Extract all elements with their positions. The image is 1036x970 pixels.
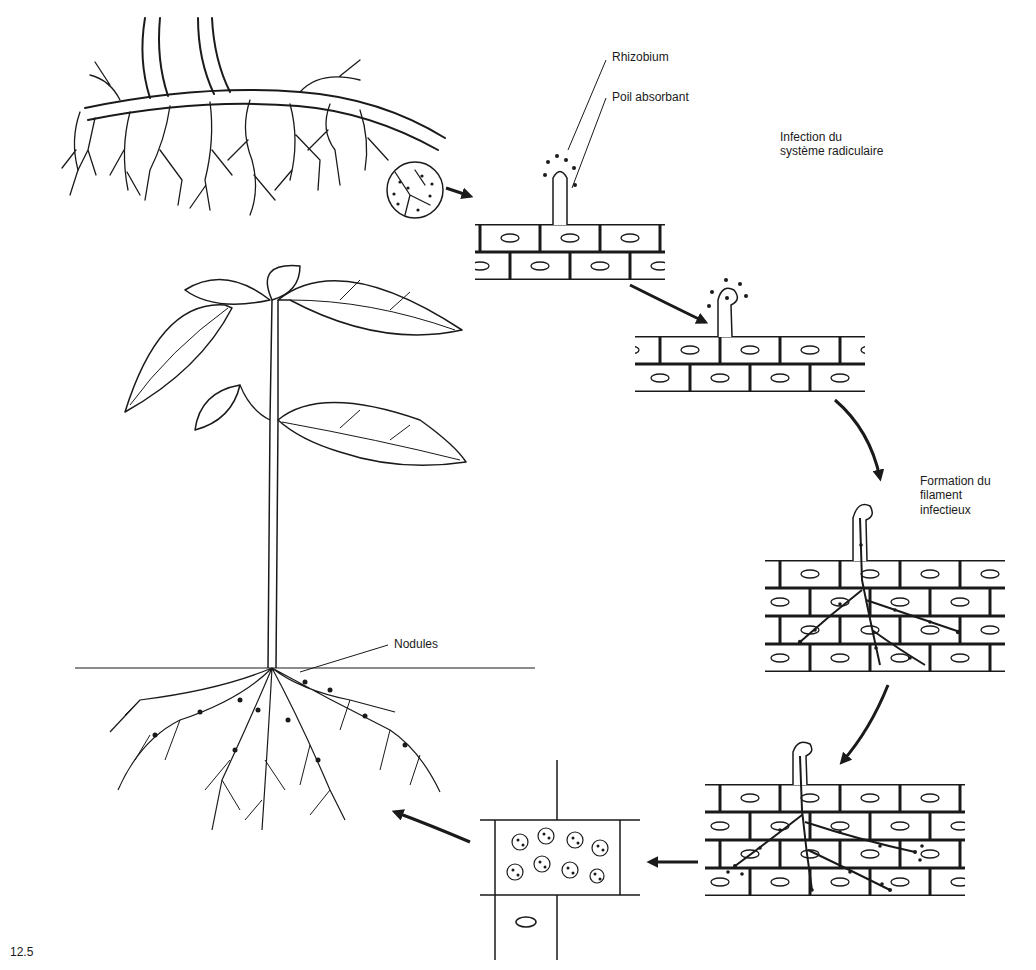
root-system [62,18,445,218]
bacterium-label: Rhizobium [610,50,671,64]
main-root [85,90,445,138]
root-hair-stage-1 [475,154,665,280]
bacteroids [507,828,608,883]
cycle-arrow [835,400,880,478]
cycle-arrow [842,685,888,762]
bacteria [707,278,748,308]
root-hair-stage-2 [635,278,865,392]
fine-root [308,104,340,185]
fine-root [300,60,360,92]
cell-row [765,644,1005,672]
root-hair [853,505,872,562]
leaf-vein [290,280,455,330]
root-hair [718,288,737,337]
stage-label: Infection du système radiculaire [778,130,886,159]
leaf [185,280,270,305]
cycle-arrow [446,188,470,196]
cell-row [475,224,665,252]
zoom-circle [387,162,443,218]
stage-label: Formation du filament infectieux [918,474,1018,517]
bean-plant [75,266,535,830]
main-root [88,104,438,150]
cell-row [705,812,965,840]
cell-row [475,252,665,280]
leaf-vein [282,410,460,460]
infection-thread [735,756,915,890]
roots [110,668,440,830]
fine-root [190,102,232,210]
fine-root [78,118,96,175]
infection-thread-stage-3 [765,505,1005,673]
root-trunk [142,18,150,98]
figure-number: 12.5 [8,945,35,959]
leader-line [572,98,606,188]
root-trunk [198,18,214,94]
fine-root [228,100,275,215]
leader-line [300,645,388,672]
stem [268,300,278,668]
leaf [278,403,466,466]
cell-row [635,336,865,364]
root-trunk [159,18,168,96]
leaf [125,305,232,412]
leader-line [568,60,606,150]
root-nodules [153,680,408,763]
root-trunk [212,18,230,92]
bacteria [512,833,605,881]
fine-root [395,170,430,215]
fine-root [145,106,182,205]
root-hair [553,172,567,226]
cycle-arrow [395,812,470,842]
fine-root [62,112,80,195]
cycle-arrow [650,861,698,864]
bacteria [726,828,924,892]
nucleus [516,917,536,927]
bacteria [798,543,960,660]
infection-thread [800,518,960,665]
cell-wall [480,760,640,960]
cell-row [765,588,1005,616]
leaf [195,385,240,430]
fine-root [360,110,388,170]
leaf [267,266,300,300]
cell-row [705,784,965,812]
infection-thread-stage-4 [705,742,965,896]
root-branches [125,700,420,820]
bacteroid-cell-stage-5 [480,760,640,960]
cell-row [705,868,965,896]
bacteria [543,154,577,187]
fine-root [110,112,140,195]
leaf-vein [130,308,228,405]
fine-root [90,62,120,100]
leader-lines [300,60,606,672]
petiole [240,385,270,420]
part-label: Poil absorbant [610,90,691,104]
cell-row [635,364,865,392]
root-hair [793,742,812,785]
cycle-arrows [395,188,888,862]
fine-root [275,104,320,190]
part-label: Nodules [392,637,440,651]
ground-line [75,667,535,668]
cycle-arrow [630,285,705,322]
bacteria [392,174,433,211]
cell-row [765,560,1005,588]
leaf [278,281,462,335]
